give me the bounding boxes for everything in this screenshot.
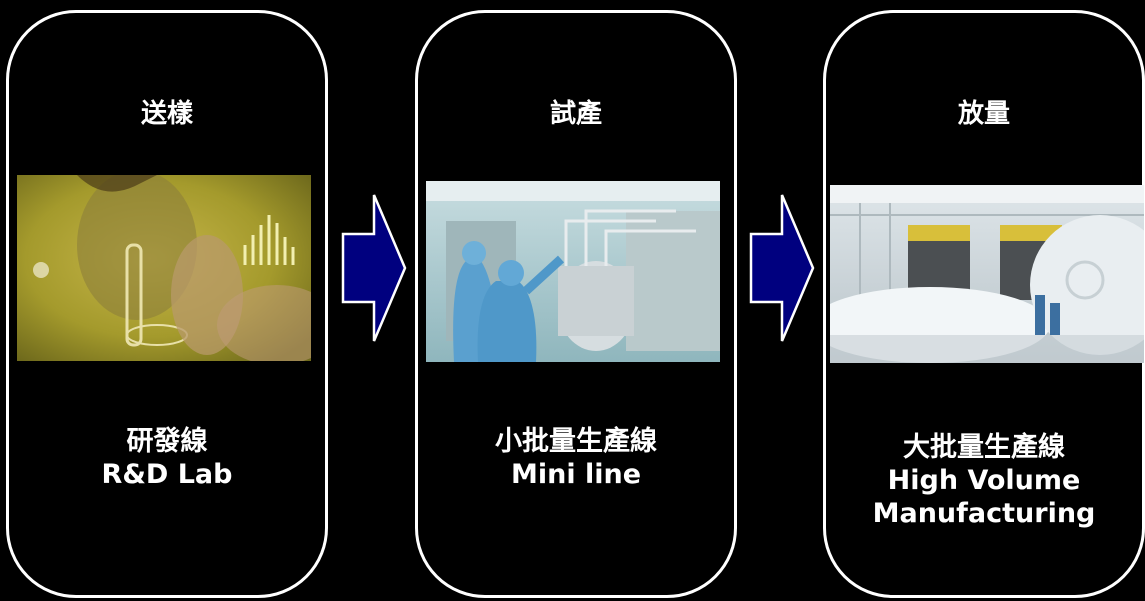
stage-card-rnd: 送樣 [6,10,328,598]
stage-label-en: R&D Lab [101,459,233,490]
arrow-right-icon [749,194,815,342]
stage-card-mini-line: 試產 小批 [415,10,737,598]
stage-card-high-volume: 放量 [823,10,1145,598]
stage-label: 大批量生產線 High Volume Manufacturing [826,431,1142,530]
stage-label-en: Manufacturing [872,498,1096,529]
rnd-lab-photo [17,175,311,361]
stage-label-zh: 研發線 [126,426,208,457]
stage-label: 小批量生產線 Mini line [418,425,734,491]
stage-title: 放量 [957,99,1010,129]
stage-label-en: High Volume [887,465,1081,496]
stage-title: 試產 [549,99,602,129]
stage-label-zh: 小批量生產線 [495,426,657,457]
arrow-right-icon [341,194,407,342]
stage-label-zh: 大批量生產線 [903,432,1065,463]
stage-title: 送樣 [140,99,193,129]
high-volume-fab-photo [830,185,1144,363]
mini-line-cleanroom-photo [426,181,720,362]
stage-label-en: Mini line [510,459,642,490]
stage-label: 研發線 R&D Lab [9,425,325,491]
